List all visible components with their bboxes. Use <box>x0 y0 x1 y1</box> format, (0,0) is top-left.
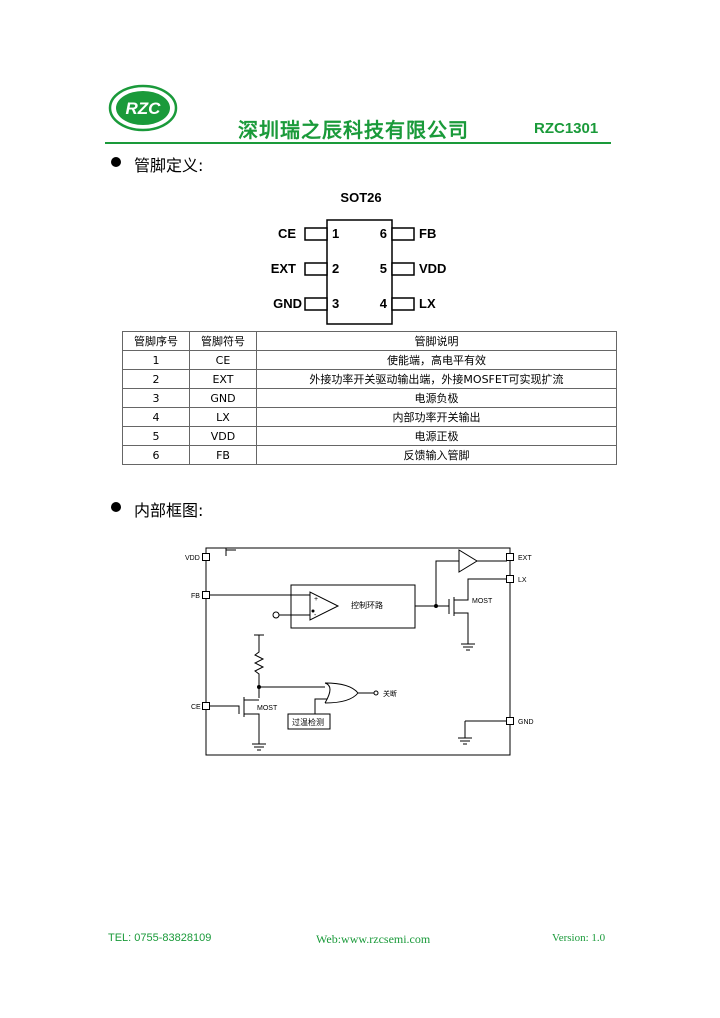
logo-text: RZC <box>126 99 162 118</box>
label-lx: LX <box>518 577 527 584</box>
ground-icon <box>461 635 475 651</box>
table-cell: VDD <box>189 426 257 446</box>
table-header: 管脚符号 <box>189 331 257 351</box>
table-header: 管脚序号 <box>122 331 190 351</box>
package-name: SOT26 <box>340 190 381 205</box>
internal-block-diagram: VDD FB CE EXT LX GND 控制环路 + - MOST 关断 过温… <box>185 547 534 756</box>
pin-num-3: 3 <box>332 296 339 311</box>
part-number: RZC1301 <box>534 120 599 137</box>
label-most-top: MOST <box>472 598 493 605</box>
svg-text:-: - <box>314 612 317 619</box>
table-row: 1 CE 使能端，高电平有效 <box>122 350 617 370</box>
pin-lead-4 <box>391 297 415 311</box>
footer-web: Web:www.rzcsemi.com <box>316 932 431 946</box>
table-cell: 电源负极 <box>256 388 617 408</box>
ground-icon <box>458 720 507 745</box>
company-logo: RZC <box>108 84 178 132</box>
table-cell: FB <box>189 445 257 465</box>
table-header: 管脚说明 <box>256 331 617 351</box>
or-gate-icon <box>324 682 359 704</box>
table-row: 3 GND 电源负极 <box>122 388 617 408</box>
svg-text:+: + <box>314 596 318 603</box>
table-cell: 2 <box>122 369 190 389</box>
table-row: 4 LX 内部功率开关输出 <box>122 407 617 427</box>
bullet-icon <box>111 502 121 512</box>
pin-name-ce: CE <box>278 226 296 241</box>
pin-definition-table: 管脚序号 管脚符号 管脚说明 1 CE 使能端，高电平有效 2 EXT 外接功率… <box>122 331 617 465</box>
bullet-icon <box>111 157 121 167</box>
table-cell: 内部功率开关输出 <box>256 407 617 427</box>
reference-node-icon <box>272 611 280 619</box>
table-cell: 外接功率开关驱动输出端，外接MOSFET可实现扩流 <box>256 369 617 389</box>
pin-num-4: 4 <box>380 296 388 311</box>
table-cell: 使能端，高电平有效 <box>256 350 617 370</box>
error-amplifier-icon <box>309 591 340 621</box>
label-fb: FB <box>191 593 200 600</box>
pin-name-ext: EXT <box>271 261 296 276</box>
pin-square-lx <box>506 575 514 583</box>
pin-num-2: 2 <box>332 261 339 276</box>
shutdown-node-icon <box>373 690 379 696</box>
footer-tel: TEL: 0755-83828109 <box>108 932 212 944</box>
label-overtemp: 过温检测 <box>292 717 324 727</box>
table-cell: GND <box>189 388 257 408</box>
pin-lead-6 <box>391 227 415 241</box>
pin-lead-5 <box>391 262 415 276</box>
table-row: 6 FB 反馈输入管脚 <box>122 445 617 465</box>
table-cell: 反馈输入管脚 <box>256 445 617 465</box>
table-cell: LX <box>189 407 257 427</box>
pin-num-1: 1 <box>332 226 339 241</box>
table-row: 2 EXT 外接功率开关驱动输出端，外接MOSFET可实现扩流 <box>122 369 617 389</box>
power-mosfet-icon <box>448 578 507 635</box>
pin-section-title: 管脚定义: <box>134 156 204 175</box>
pin-square-ext <box>506 553 514 561</box>
chip-boundary <box>205 547 511 756</box>
footer-version: Version: 1.0 <box>552 932 606 944</box>
pin-num-6: 6 <box>380 226 387 241</box>
pin-name-lx: LX <box>419 296 436 311</box>
label-most-bottom: MOST <box>257 705 278 712</box>
pin-num-5: 5 <box>380 261 387 276</box>
vdd-supply-icon <box>225 548 236 556</box>
ext-buffer-icon <box>458 549 478 573</box>
label-vdd: VDD <box>185 555 200 562</box>
table-row: 5 VDD 电源正极 <box>122 426 617 446</box>
table-cell: EXT <box>189 369 257 389</box>
label-shutdown: 关断 <box>383 689 397 698</box>
pin-lead-3 <box>304 297 328 311</box>
pin-square-ce <box>202 702 210 710</box>
table-cell: 6 <box>122 445 190 465</box>
table-cell: CE <box>189 350 257 370</box>
sot26-package-diagram: SOT26 CE EXT GND 1 2 3 6 5 4 FB VDD LX <box>271 190 446 325</box>
pullup-resistor-icon <box>253 634 265 687</box>
package-body <box>326 219 393 325</box>
table-cell: 4 <box>122 407 190 427</box>
label-ce: CE <box>191 704 201 711</box>
pin-name-vdd: VDD <box>419 261 446 276</box>
label-gnd: GND <box>518 719 534 726</box>
block-section-title: 内部框图: <box>134 501 204 520</box>
overtemp-detect-block <box>287 713 331 730</box>
pin-name-fb: FB <box>419 226 436 241</box>
pin-square-fb <box>202 591 210 599</box>
table-cell: 1 <box>122 350 190 370</box>
pin-name-gnd: GND <box>273 296 302 311</box>
table-cell: 3 <box>122 388 190 408</box>
pin-lead-1 <box>304 227 328 241</box>
company-name: 深圳瑞之辰科技有限公司 <box>238 118 469 142</box>
table-header-row: 管脚序号 管脚符号 管脚说明 <box>122 331 617 351</box>
header-divider <box>105 142 611 144</box>
table-cell: 电源正极 <box>256 426 617 446</box>
ground-icon <box>252 740 266 751</box>
pin-lead-2 <box>304 262 328 276</box>
label-ext: EXT <box>518 555 532 562</box>
table-cell: 5 <box>122 426 190 446</box>
pin-square-gnd <box>506 717 514 725</box>
label-control-loop: 控制环路 <box>351 600 383 610</box>
pin-square-vdd <box>202 553 210 561</box>
ce-mosfet-icon <box>210 697 260 740</box>
